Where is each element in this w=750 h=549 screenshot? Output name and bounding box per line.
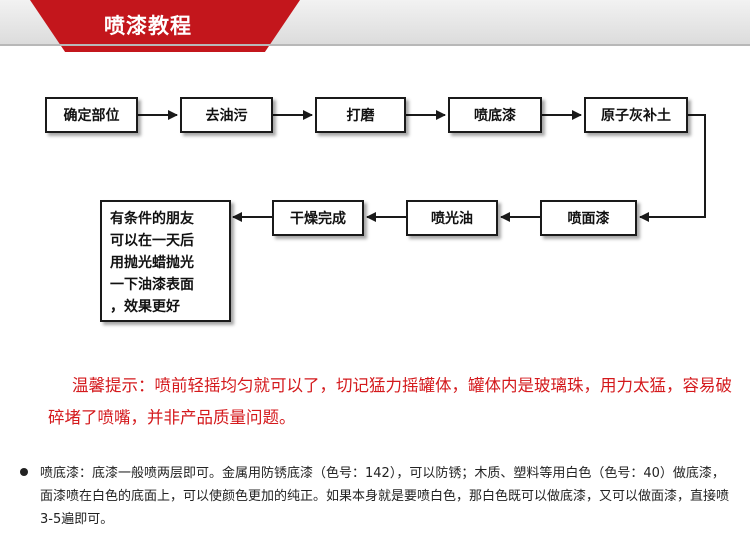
header: 喷漆教程 <box>0 0 750 52</box>
step-dry: 干燥完成 <box>272 200 364 236</box>
header-tab <box>30 0 300 52</box>
step-topcoat: 喷面漆 <box>540 200 637 236</box>
bullet-dot <box>20 468 28 476</box>
note-line: 可以在一天后 <box>110 233 194 249</box>
header-divider <box>0 44 750 46</box>
note-line: 有条件的朋友 <box>110 211 194 227</box>
step-locate: 确定部位 <box>45 97 138 133</box>
arrow-5 <box>639 114 706 222</box>
step-primer: 喷底漆 <box>448 97 542 133</box>
step-clearcoat: 喷光油 <box>406 200 498 236</box>
note-line: 一下油漆表面 <box>110 277 194 293</box>
note-line: 用抛光蜡抛光 <box>110 255 194 271</box>
page-title: 喷漆教程 <box>104 14 192 38</box>
step-sand: 打磨 <box>315 97 406 133</box>
warm-tip: 温馨提示：喷前轻摇均匀就可以了，切记猛力摇罐体，罐体内是玻璃珠，用力太猛，容易破… <box>48 376 732 427</box>
step-degrease: 去油污 <box>180 97 273 133</box>
polish-note: 有条件的朋友 可以在一天后 用抛光蜡抛光 一下油漆表面 ，效果更好 <box>100 200 231 322</box>
note-line: ，效果更好 <box>110 299 180 315</box>
step-putty: 原子灰补土 <box>584 97 688 133</box>
primer-description: 喷底漆：底漆一般喷两层即可。金属用防锈底漆（色号：142），可以防锈；木质、塑料… <box>40 466 730 527</box>
